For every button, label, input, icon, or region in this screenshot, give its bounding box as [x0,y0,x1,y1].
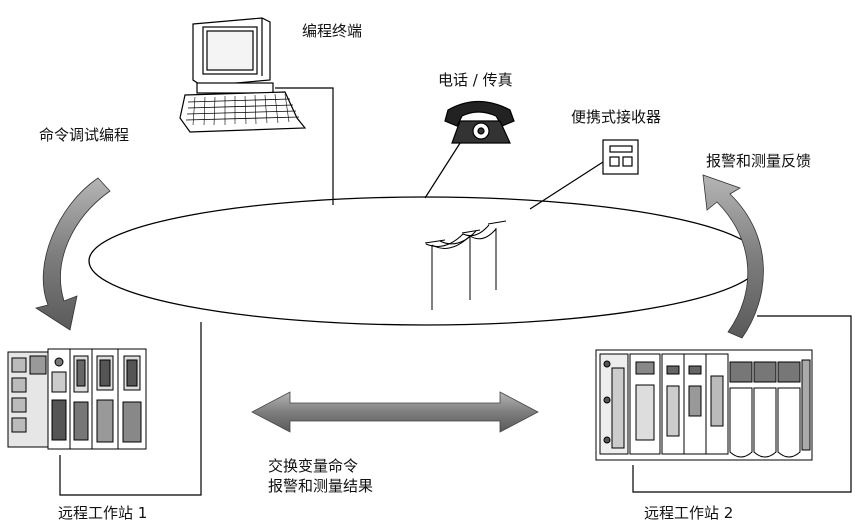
network-ellipse [88,196,762,326]
exchange-line-1: 交换变量命令 [268,457,359,475]
station-2-label: 远程工作站 2 [644,504,734,522]
plc-station-1-icon [7,348,147,450]
telephone-icon [444,101,515,144]
feedback-arrow [702,174,764,339]
station-1-label: 远程工作站 1 [58,504,148,522]
portable-receiver-label: 便携式接收器 [571,108,662,126]
alarm-feedback-label: 报警和测量反馈 [706,152,812,170]
connection-lines [59,87,852,496]
exchange-line-2: 报警和测量结果 [268,477,374,495]
station2-link [632,315,852,493]
power-line-icon [424,220,507,310]
station1-link [59,322,202,496]
command-arrow [35,177,111,331]
computer-terminal-icon [179,17,307,133]
programming-terminal-label: 编程终端 [302,22,363,40]
exchange-double-arrow [251,391,539,433]
plc-station-2-icon [595,349,813,461]
terminal-link [275,87,334,205]
phone-link [424,139,463,199]
exchange-description: 交换变量命令 报警和测量结果 [268,456,373,496]
receiver-link [529,161,604,210]
command-debug-label: 命令调试编程 [39,126,130,144]
phone-fax-label: 电话 / 传真 [438,71,513,89]
portable-receiver-icon [602,139,639,175]
